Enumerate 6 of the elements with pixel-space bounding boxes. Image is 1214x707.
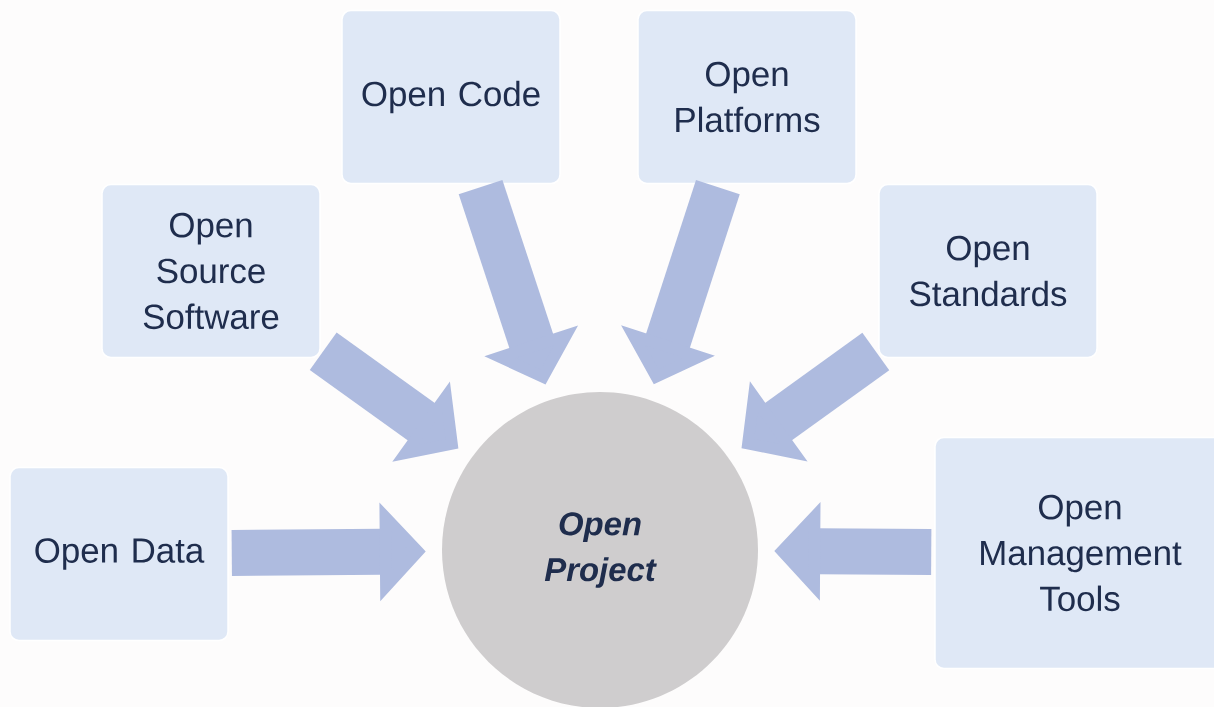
topic-box: Open Data	[9, 466, 229, 642]
topic-box: Open Management Tools	[934, 436, 1214, 670]
topic-box: Open Standards	[878, 183, 1098, 359]
topic-box: Open Platforms	[637, 9, 857, 185]
topic-box: Open Source Software	[101, 183, 321, 359]
topic-box: Open Code	[341, 9, 561, 185]
